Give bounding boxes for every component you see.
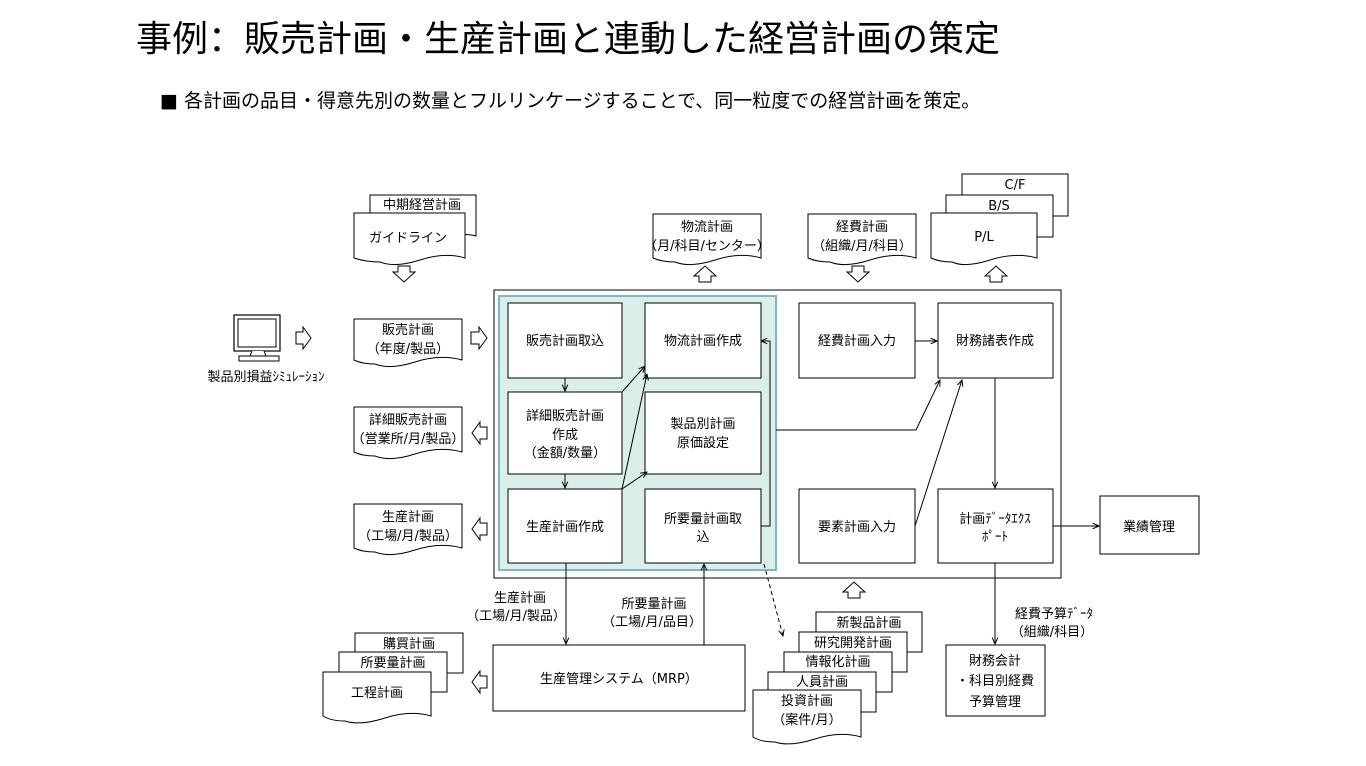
box-genka-settei: 製品別計画 原価設定 xyxy=(644,391,762,475)
box-export: 計画ﾃﾞｰﾀｴｸｽ ﾎﾟｰﾄ xyxy=(937,488,1054,564)
label-keihi-yosan: 経費予算ﾃﾞｰﾀ xyxy=(1015,607,1093,622)
box-shosai-sakusei: 詳細販売計画 作成 （金額/数量） xyxy=(507,391,623,475)
svg-text:販売計画: 販売計画 xyxy=(382,322,434,338)
doc-shosai-hanbai: 詳細販売計画 （営業所/月/製品） xyxy=(352,406,465,460)
svg-text:（案件/月）: （案件/月） xyxy=(772,713,841,728)
svg-text:（組織/月/科目）: （組織/月/科目） xyxy=(812,239,912,254)
svg-text:（年度/製品）: （年度/製品） xyxy=(367,341,449,357)
svg-text:経費計画入力: 経費計画入力 xyxy=(818,333,896,349)
svg-text:販売計画取込: 販売計画取込 xyxy=(526,333,604,349)
svg-text:生産計画: 生産計画 xyxy=(382,509,434,525)
block-arrow-up-1 xyxy=(692,265,718,283)
svg-text:投資計画: 投資計画 xyxy=(781,693,833,709)
block-arrow-left-1 xyxy=(471,420,488,446)
svg-text:ガイドライン: ガイドライン xyxy=(369,231,447,246)
box-gyoseki: 業績管理 xyxy=(1099,495,1200,555)
box-shoyoryo-torikomi: 所要量計画取 込 xyxy=(644,488,762,564)
simulation-label: 製品別損益ｼﾐｭﾚｰｼｮﾝ xyxy=(207,370,324,385)
svg-text:（営業所/月/製品）: （営業所/月/製品） xyxy=(352,431,465,447)
svg-text:詳細販売計画: 詳細販売計画 xyxy=(526,408,604,424)
block-arrow-down-2 xyxy=(845,265,871,283)
block-arrow-right-1 xyxy=(295,325,312,351)
box-zaimu-kaikei: 財務会計 ・科目別経費 予算管理 xyxy=(945,644,1046,717)
svg-text:ﾎﾟｰﾄ: ﾎﾟｰﾄ xyxy=(982,530,1008,545)
svg-text:（工場/月/製品）: （工場/月/製品） xyxy=(358,529,458,544)
arrow-dashed-to-docs xyxy=(763,563,783,636)
svg-text:要素計画入力: 要素計画入力 xyxy=(818,519,896,535)
page-title: 事例：販売計画・生産計画と連動した経営計画の策定 xyxy=(136,19,1001,60)
svg-text:所要量計画取: 所要量計画取 xyxy=(664,511,742,527)
doc-pl: P/L xyxy=(930,212,1038,266)
svg-text:作成: 作成 xyxy=(552,428,578,443)
doc-butsuryu-plan: 物流計画 （月/科目/センター） xyxy=(644,213,770,266)
doc-hanbai: 販売計画 （年度/製品） xyxy=(353,318,463,368)
svg-text:製品別計画: 製品別計画 xyxy=(670,416,735,432)
svg-text:原価設定: 原価設定 xyxy=(677,435,729,451)
doc-seisan: 生産計画 （工場/月/製品） xyxy=(353,503,463,556)
svg-text:物流計画作成: 物流計画作成 xyxy=(664,333,742,349)
svg-text:人員計画: 人員計画 xyxy=(796,674,848,690)
arrow-shoyoryo-to-butsuryu xyxy=(761,341,771,527)
svg-text:生産管理システム（MRP）: 生産管理システム（MRP） xyxy=(540,671,698,687)
block-arrow-left-2 xyxy=(471,516,488,542)
svg-text:情報化計画: 情報化計画 xyxy=(805,654,870,670)
svg-text:生産計画作成: 生産計画作成 xyxy=(526,519,604,535)
svg-text:中期経営計画: 中期経営計画 xyxy=(383,197,461,213)
svg-text:予算管理: 予算管理 xyxy=(969,695,1021,710)
block-arrow-up-3 xyxy=(841,581,867,599)
arrow-yoso-to-zaimu xyxy=(914,380,962,527)
svg-text:所要量計画: 所要量計画 xyxy=(360,655,425,671)
svg-text:詳細販売計画: 詳細販売計画 xyxy=(369,412,447,428)
box-keihi-nyuryoku: 経費計画入力 xyxy=(798,302,916,379)
doc-toshi: 投資計画 （案件/月） xyxy=(752,689,862,745)
svg-text:P/L: P/L xyxy=(974,230,994,245)
svg-text:（金額/数量）: （金額/数量） xyxy=(524,445,606,461)
block-arrow-down-1 xyxy=(391,265,417,283)
box-butsuryu-sakusei: 物流計画作成 xyxy=(644,302,762,379)
svg-text:業績管理: 業績管理 xyxy=(1123,519,1175,535)
block-arrow-left-3 xyxy=(471,669,488,695)
computer-icon xyxy=(233,314,281,362)
box-mrp: 生産管理システム（MRP） xyxy=(492,644,746,712)
svg-text:・科目別経費: ・科目別経費 xyxy=(956,674,1034,689)
svg-text:（月/科目/センター）: （月/科目/センター） xyxy=(644,239,770,254)
label-shoyoryo-flow-sub: （工場/月/品目） xyxy=(602,615,702,630)
arrow-shosai-to-butsuryu xyxy=(621,366,645,393)
block-arrow-up-2 xyxy=(983,265,1009,283)
svg-text:財務会計: 財務会計 xyxy=(969,653,1021,669)
doc-guideline: ガイドライン xyxy=(353,212,466,266)
box-hanbai-torikomi: 販売計画取込 xyxy=(507,302,623,379)
page-subtitle: ■ 各計画の品目・得意先別の数量とフルリンケージすることで、同一粒度での経営計画… xyxy=(160,90,981,112)
svg-text:購買計画: 購買計画 xyxy=(383,636,435,652)
svg-text:計画ﾃﾞｰﾀｴｸｽ: 計画ﾃﾞｰﾀｴｸｽ xyxy=(959,511,1031,527)
arrow-seisan-to-genka xyxy=(621,472,647,490)
svg-text:工程計画: 工程計画 xyxy=(351,685,403,701)
label-seisan-flow-sub: （工場/月/製品） xyxy=(466,609,566,624)
svg-text:経費計画: 経費計画 xyxy=(836,219,888,235)
label-shoyoryo-flow: 所要量計画 xyxy=(621,596,686,612)
svg-text:財務諸表作成: 財務諸表作成 xyxy=(956,333,1034,349)
block-arrow-right-2 xyxy=(470,325,488,351)
doc-keihi-plan: 経費計画 （組織/月/科目） xyxy=(807,213,917,266)
svg-text:込: 込 xyxy=(696,530,709,545)
doc-kotei: 工程計画 xyxy=(322,671,432,724)
svg-text:B/S: B/S xyxy=(988,199,1010,214)
svg-text:新製品計画: 新製品計画 xyxy=(836,615,901,631)
arrow-to-zaimu-1 xyxy=(776,380,940,431)
box-yoso-nyuryoku: 要素計画入力 xyxy=(798,488,916,564)
label-seisan-flow: 生産計画 xyxy=(494,590,546,606)
arrow-seisan-to-butsuryu xyxy=(621,374,647,490)
svg-text:物流計画: 物流計画 xyxy=(681,219,733,235)
svg-text:研究開発計画: 研究開発計画 xyxy=(814,635,892,651)
svg-text:C/F: C/F xyxy=(1005,178,1026,193)
box-seisan-sakusei: 生産計画作成 xyxy=(507,488,623,564)
box-zaimu-sakusei: 財務諸表作成 xyxy=(937,302,1054,379)
label-keihi-yosan-sub: （組織/科目） xyxy=(1011,625,1093,640)
